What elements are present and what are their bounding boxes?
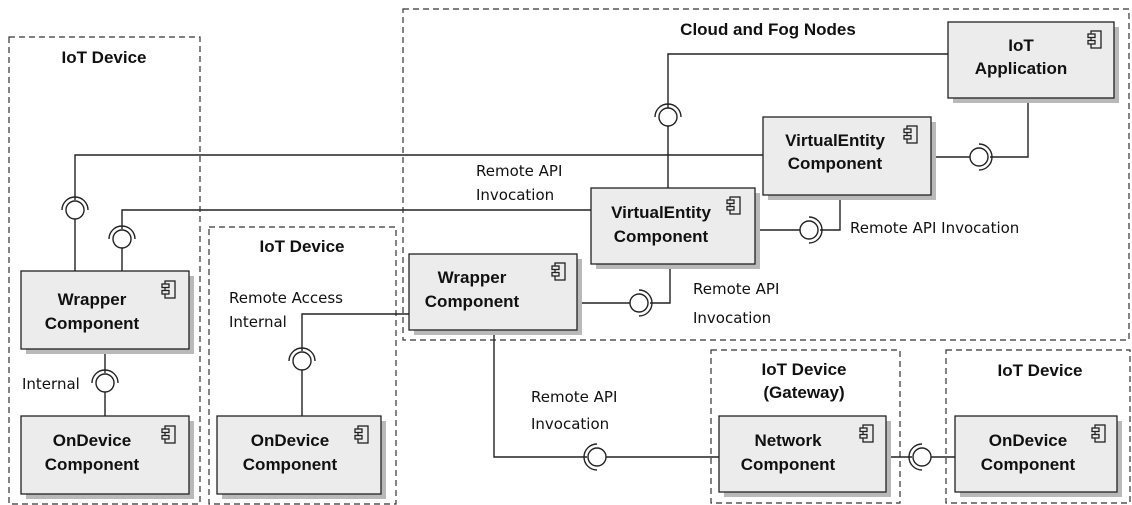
- connector-wrapper-cloud-to-network: [493, 335, 587, 458]
- component-title-line2: Component: [981, 455, 1076, 474]
- group-iot-device-middle: [208, 226, 397, 505]
- component-title-line1: OnDevice: [53, 431, 131, 450]
- lollipop-ondevice-mid: [292, 351, 312, 371]
- component-ondevice-left[interactable]: OnDevice Component: [20, 415, 194, 499]
- socket-wrapper-left-internal: [91, 369, 119, 384]
- socket-ve-lower-bottom: [638, 289, 653, 317]
- lollipop-ve-lower-right: [799, 220, 819, 240]
- group-title-iot-device-middle: IoT Device: [259, 237, 344, 256]
- label-remote-api-top-line2: Invocation: [476, 186, 554, 204]
- label-remote-access-line2: Internal: [229, 313, 287, 331]
- socket-wrapper-left-outer: [61, 196, 89, 211]
- component-title-line1: Wrapper: [58, 290, 127, 309]
- lollipop-ve-upper-right: [969, 147, 989, 167]
- component-title-line1: IoT: [1008, 36, 1034, 55]
- connector-ve-upper-to-wrapper-left: [74, 154, 763, 200]
- component-title-line1: OnDevice: [251, 431, 329, 450]
- component-title-line1: OnDevice: [989, 431, 1067, 450]
- lollipop-wrapper-left-inner: [112, 229, 132, 249]
- component-title-line1: Wrapper: [438, 268, 507, 287]
- component-virtualentity-upper[interactable]: VirtualEntity Component: [762, 116, 936, 200]
- component-iot-application[interactable]: IoT Application: [947, 21, 1119, 103]
- socket-network-right: [908, 443, 923, 471]
- component-title-line2: Component: [741, 455, 836, 474]
- group-cloud-fog-nodes: [402, 8, 1130, 341]
- group-title-gateway-line1: IoT Device: [761, 360, 846, 379]
- component-title-line2: Component: [614, 227, 709, 246]
- label-remote-api-mid-line1: Remote API: [693, 280, 779, 298]
- component-title-line2: Component: [243, 455, 338, 474]
- component-title-line2: Component: [45, 314, 140, 333]
- group-iot-device-left: [8, 36, 201, 505]
- connector-app-to-ve-upper: [990, 99, 1029, 158]
- component-wrapper-left[interactable]: Wrapper Component: [20, 270, 194, 354]
- connector-wrapper-cloud-to-ondevice-mid: [301, 313, 409, 351]
- component-virtualentity-lower[interactable]: VirtualEntity Component: [590, 187, 760, 269]
- group-title-iot-device-left: IoT Device: [61, 48, 146, 67]
- socket-app-right: [978, 143, 993, 171]
- group-iot-device-gateway: [710, 349, 901, 504]
- group-title-iot-device-right: IoT Device: [997, 361, 1082, 380]
- component-wrapper-cloud[interactable]: Wrapper Component: [408, 253, 582, 335]
- component-network[interactable]: Network Component: [718, 415, 891, 497]
- socket-wrapper-left-inner: [108, 225, 136, 240]
- connector-ve-lower-to-wrapper-cloud: [650, 265, 671, 304]
- lollipop-network-left: [587, 447, 607, 467]
- component-title-line2: Component: [788, 154, 883, 173]
- socket-ve-lower-top: [654, 103, 682, 118]
- group-title-gateway-line2: (Gateway): [763, 383, 844, 402]
- group-title-cloud-fog-nodes: Cloud and Fog Nodes: [680, 20, 856, 39]
- component-title-line1: VirtualEntity: [785, 131, 885, 150]
- component-ondevice-right[interactable]: OnDevice Component: [954, 415, 1122, 497]
- label-remote-api-right: Remote API Invocation: [850, 219, 1019, 237]
- component-title-line2: Component: [45, 455, 140, 474]
- label-remote-access-line1: Remote Access: [229, 289, 343, 307]
- lollipop-wrapper-left-outer: [65, 200, 85, 220]
- lollipop-wrapper-cloud-right: [629, 293, 649, 313]
- component-title-line2: Application: [975, 59, 1068, 78]
- connector-ve-upper-to-ve-lower: [820, 197, 841, 231]
- label-remote-api-mid-line2: Invocation: [693, 309, 771, 327]
- component-title-line1: Network: [754, 431, 822, 450]
- lollipop-ondevice-right: [912, 447, 932, 467]
- label-remote-api-top-line1: Remote API: [476, 162, 562, 180]
- component-title-line2: Component: [425, 292, 520, 311]
- lollipop-ondevice-left: [95, 373, 115, 393]
- socket-wrapper-cloud-bottom: [583, 443, 598, 471]
- lollipop-ve-lower-top: [658, 107, 678, 127]
- group-iot-device-right: [945, 349, 1131, 504]
- socket-ve-upper-bottom: [808, 216, 823, 244]
- label-internal: Internal: [22, 375, 80, 393]
- socket-wrapper-cloud-left: [288, 347, 316, 362]
- connector-app-to-ve-lower-socket: [667, 53, 948, 127]
- label-remote-api-bottom-line2: Invocation: [531, 415, 609, 433]
- component-title-line1: VirtualEntity: [611, 203, 711, 222]
- label-remote-api-bottom-line1: Remote API: [531, 388, 617, 406]
- component-ondevice-middle[interactable]: OnDevice Component: [216, 415, 386, 499]
- connector-ve-lower-to-wrapper-left: [121, 209, 591, 229]
